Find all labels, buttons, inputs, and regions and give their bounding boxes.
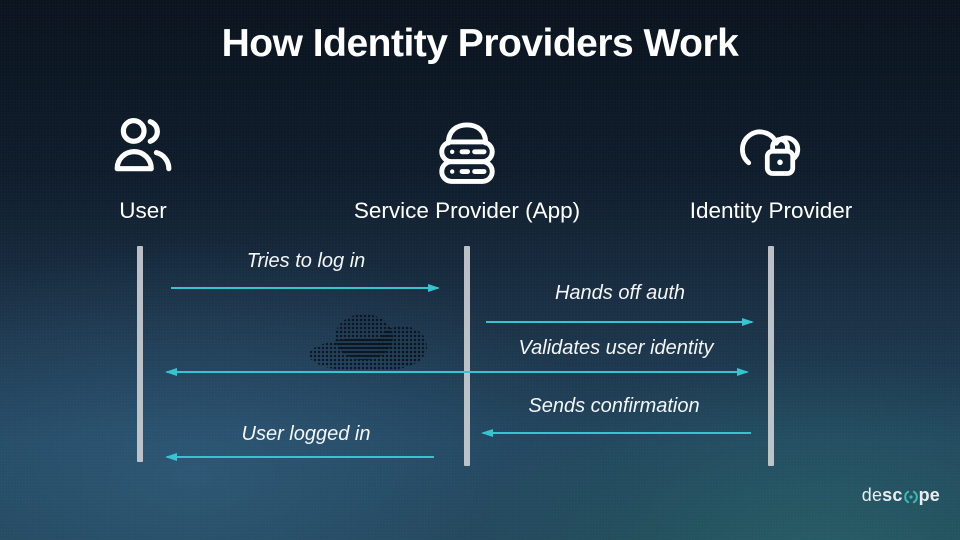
arrow-sends-confirmation [483, 432, 751, 434]
arrow-user-logged-in [167, 456, 434, 458]
logo-text-bold-2: pe [918, 485, 940, 505]
lifeline-identity-provider [768, 246, 774, 466]
arrow-hands-off-auth [486, 321, 752, 323]
logo-text-light: de [861, 485, 883, 505]
actor-identity-provider: Identity Provider [641, 104, 901, 224]
dotted-cloud-part [377, 326, 427, 366]
logo-text-bold-1: sc [882, 485, 903, 505]
lifeline-service-provider [464, 246, 470, 466]
message-label-validates-user-identity: Validates user identity [518, 337, 714, 359]
cloud-lock-icon [736, 104, 806, 192]
actor-user: User [13, 104, 273, 224]
message-label-tries-to-log-in: Tries to log in [246, 250, 366, 272]
arrow-validates-user-identity [167, 371, 747, 373]
lifeline-user [137, 246, 143, 462]
dotted-cloud-decoration [309, 314, 435, 372]
server-icon [434, 104, 500, 192]
users-icon [112, 104, 174, 192]
arrow-tries-to-log-in [171, 287, 438, 289]
actor-label-service-provider: Service Provider (App) [353, 198, 581, 223]
page-title: How Identity Providers Work [221, 22, 739, 65]
actor-label-user: User [119, 198, 167, 223]
actor-label-identity-provider: Identity Provider [689, 198, 853, 223]
descope-logo-mark-icon [903, 490, 918, 503]
actor-service-provider: Service Provider (App) [337, 104, 597, 224]
message-label-sends-confirmation: Sends confirmation [528, 395, 700, 417]
message-label-hands-off-auth: Hands off auth [554, 282, 686, 304]
message-label-user-logged-in: User logged in [241, 423, 371, 445]
